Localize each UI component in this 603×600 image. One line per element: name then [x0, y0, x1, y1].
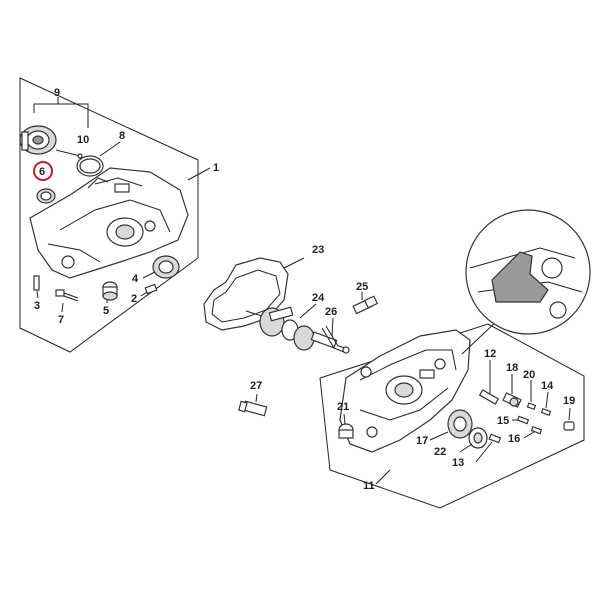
callout-16: 16: [508, 433, 520, 445]
plug-part-19[interactable]: [563, 421, 575, 431]
stud-part-25[interactable]: [352, 295, 379, 315]
valve-part-18[interactable]: [502, 392, 522, 408]
bearing-part-17[interactable]: [447, 409, 473, 439]
callout-5: 5: [103, 305, 109, 317]
callout-19: 19: [563, 395, 575, 407]
oil-pump-part-9[interactable]: [19, 125, 57, 155]
callout-11: 11: [363, 480, 375, 492]
leader-4: [142, 271, 156, 279]
callout-14: 14: [541, 380, 554, 392]
o-ring-part-8[interactable]: [76, 155, 104, 177]
crankcase-part-1[interactable]: [29, 167, 189, 279]
callout-25: 25: [356, 281, 368, 293]
bearing-part-4[interactable]: [152, 255, 180, 279]
callout-8: 8: [119, 130, 125, 142]
bushing-part-21[interactable]: [338, 423, 354, 439]
pin-part-15[interactable]: [516, 415, 530, 425]
callout-9: 9: [54, 87, 60, 99]
callout-6: 6: [39, 166, 45, 178]
detail-highlight-shape: [491, 251, 549, 303]
leader-2: [140, 291, 148, 297]
callout-3: 3: [34, 300, 40, 312]
leader-1: [187, 167, 211, 181]
leader-3: [36, 290, 39, 299]
callout-21: 21: [337, 401, 349, 413]
pin-part-16[interactable]: [530, 425, 543, 435]
callout-22: 22: [434, 446, 446, 458]
pin-part-3[interactable]: [33, 275, 40, 291]
detail-inset: [465, 209, 591, 335]
callout-27: 27: [250, 380, 262, 392]
callout-1: 1: [213, 162, 219, 174]
leader-27: [255, 393, 258, 403]
leader-8: [99, 141, 121, 157]
callout-26: 26: [325, 306, 337, 318]
seal-part-6[interactable]: [36, 188, 56, 204]
callout-20: 20: [523, 369, 535, 381]
leader-21: [343, 413, 346, 425]
leader-11: [375, 469, 391, 485]
callout-15: 15: [497, 415, 509, 427]
pin-part-14[interactable]: [540, 407, 552, 417]
plug-part-5[interactable]: [102, 281, 118, 301]
pin-part-13[interactable]: [488, 433, 502, 444]
leader-26: [331, 317, 334, 337]
highlight-ring-callout-6: [33, 161, 53, 181]
leader-19: [568, 407, 571, 421]
callout-12: 12: [484, 348, 496, 360]
leader-22: [459, 443, 473, 453]
stud-part-12[interactable]: [478, 389, 500, 405]
pin-part-20[interactable]: [526, 402, 537, 411]
callout-2: 2: [131, 293, 137, 305]
leader-24: [299, 303, 317, 319]
crankcase-part-11[interactable]: [339, 329, 471, 453]
callout-24: 24: [312, 292, 325, 304]
callout-10: 10: [77, 134, 89, 146]
assembly-frame-left: [19, 77, 199, 353]
leader-17: [429, 431, 449, 441]
crankshaft-part-24[interactable]: [245, 306, 338, 351]
callout-4: 4: [132, 273, 139, 285]
leader-23: [283, 257, 305, 269]
callout-18: 18: [506, 362, 518, 374]
assembly-frame-right: [319, 323, 585, 509]
callout-13: 13: [452, 457, 464, 469]
callout-23: 23: [312, 244, 324, 256]
leader-7: [61, 302, 64, 313]
pin-part-10[interactable]: [55, 149, 83, 159]
leader-13: [475, 441, 493, 463]
leader-9: [33, 103, 89, 128]
stud-part-27[interactable]: [238, 400, 268, 417]
dowel-part-2[interactable]: [144, 283, 158, 295]
callout-7: 7: [58, 314, 64, 326]
seal-part-22[interactable]: [468, 427, 488, 449]
screw-part-7[interactable]: [55, 289, 79, 302]
leader-14: [545, 391, 549, 409]
callout-17: 17: [416, 435, 428, 447]
leader-16: [523, 431, 535, 439]
